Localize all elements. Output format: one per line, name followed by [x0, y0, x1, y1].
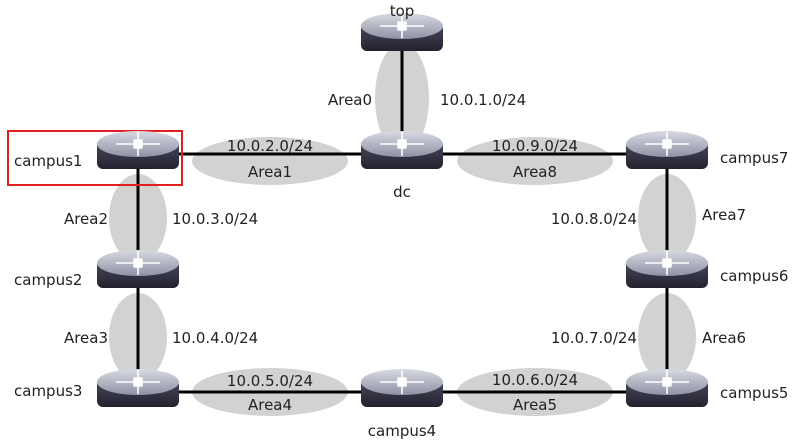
subnet-label: 10.0.8.0/24	[551, 210, 637, 228]
router-label-campus7: campus7	[720, 149, 788, 167]
area-ellipse-area1	[192, 137, 348, 185]
subnet-label: 10.0.9.0/24	[492, 137, 578, 155]
router-label-dc: dc	[393, 183, 411, 201]
subnet-label: 10.0.7.0/24	[551, 329, 637, 347]
selection-highlight	[7, 130, 183, 186]
router-icon[interactable]	[625, 130, 709, 170]
router-label-campus5: campus5	[720, 384, 788, 402]
area-label: Area0	[328, 91, 372, 109]
area-label: Area3	[64, 329, 108, 347]
area-label: Area2	[64, 210, 108, 228]
router-label-campus3: campus3	[14, 382, 82, 400]
router-icon[interactable]	[360, 368, 444, 408]
router-label-campus4: campus4	[368, 422, 436, 440]
area-label: Area5	[513, 396, 557, 414]
router-label-top: top	[390, 2, 415, 20]
area-label: Area6	[702, 329, 746, 347]
subnet-label: 10.0.4.0/24	[172, 329, 258, 347]
router-icon[interactable]	[96, 130, 180, 170]
subnet-label: 10.0.6.0/24	[492, 371, 578, 389]
area-label: Area1	[248, 163, 292, 181]
router-icon[interactable]	[96, 249, 180, 289]
router-icon[interactable]	[625, 249, 709, 289]
router-icon[interactable]	[96, 368, 180, 408]
router-label-campus1: campus1	[14, 152, 82, 170]
router-icon[interactable]	[625, 368, 709, 408]
subnet-label: 10.0.2.0/24	[227, 137, 313, 155]
area-label: Area4	[248, 396, 292, 414]
subnet-label: 10.0.1.0/24	[440, 91, 526, 109]
area-label: Area7	[702, 206, 746, 224]
subnet-label: 10.0.3.0/24	[172, 210, 258, 228]
area-label: Area8	[513, 163, 557, 181]
router-icon[interactable]	[360, 130, 444, 170]
subnet-label: 10.0.5.0/24	[227, 372, 313, 390]
router-label-campus2: campus2	[14, 271, 82, 289]
area-ellipse-area8	[457, 137, 613, 185]
router-label-campus6: campus6	[720, 267, 788, 285]
